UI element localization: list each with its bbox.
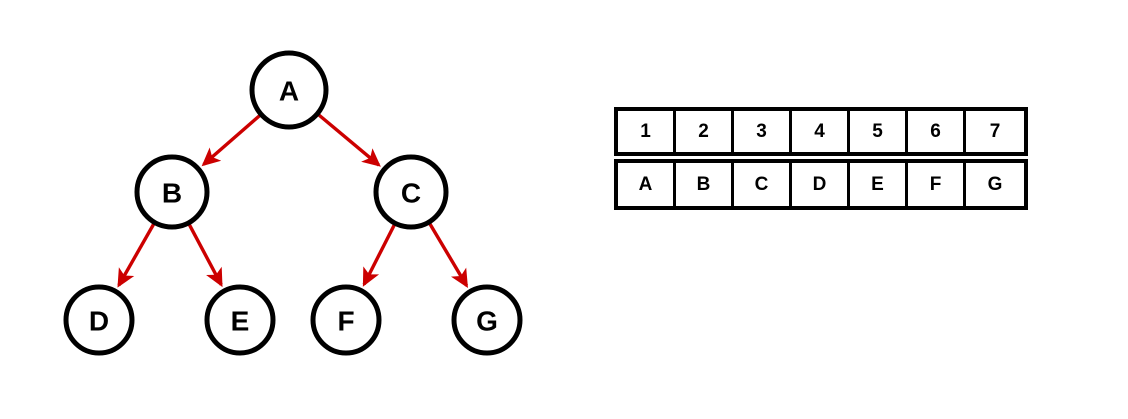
node-label-e: E [231, 306, 250, 337]
tree-node-g[interactable]: G [451, 284, 523, 356]
node-label-b: B [162, 178, 182, 209]
binary-tree-graphic: A B C D E F G [63, 50, 523, 356]
array-index-cell-1[interactable]: 1 [618, 111, 676, 152]
node-circle-e [204, 284, 276, 356]
array-index-cell-4[interactable]: 4 [792, 111, 850, 152]
array-index-cell-6[interactable]: 6 [908, 111, 966, 152]
node-circle-b [134, 154, 210, 230]
node-label-d: D [89, 306, 109, 337]
tree-node-f[interactable]: F [310, 284, 382, 356]
node-circle-f [310, 284, 382, 356]
tree-node-c[interactable]: C [373, 154, 449, 230]
node-label-c: C [401, 178, 421, 209]
node-circle-a [249, 50, 329, 130]
tree-nodes-layer: A B C D E F G [63, 50, 523, 356]
tree-node-e[interactable]: E [204, 284, 276, 356]
array-value-cell-6[interactable]: F [908, 163, 966, 206]
node-label-f: F [337, 306, 354, 337]
tree-edge-a-to-b [201, 113, 262, 167]
node-circle-g [451, 284, 523, 356]
array-index-cell-2[interactable]: 2 [676, 111, 734, 152]
tree-node-a[interactable]: A [249, 50, 329, 130]
array-value-cell-7[interactable]: G [966, 163, 1024, 206]
array-index-cell-3[interactable]: 3 [734, 111, 792, 152]
tree-edge-c-to-f [362, 223, 397, 287]
array-index-cell-5[interactable]: 5 [850, 111, 908, 152]
tree-edges-layer [117, 113, 469, 288]
tree-node-d[interactable]: D [63, 284, 135, 356]
node-circle-d [63, 284, 135, 356]
node-label-g: G [476, 306, 498, 337]
node-circle-c [373, 154, 449, 230]
tree-edge-b-to-d [117, 222, 156, 288]
array-index-cell-7[interactable]: 7 [966, 111, 1024, 152]
tree-edge-b-to-e [187, 222, 223, 288]
array-value-cell-5[interactable]: E [850, 163, 908, 206]
tree-node-b[interactable]: B [134, 154, 210, 230]
tree-edge-c-to-g [427, 222, 469, 288]
array-value-cell-1[interactable]: A [618, 163, 676, 206]
array-value-cell-3[interactable]: C [734, 163, 792, 206]
node-label-a: A [279, 76, 299, 107]
array-value-cell-4[interactable]: D [792, 163, 850, 206]
array-value-cell-2[interactable]: B [676, 163, 734, 206]
tree-edge-a-to-c [317, 113, 381, 167]
